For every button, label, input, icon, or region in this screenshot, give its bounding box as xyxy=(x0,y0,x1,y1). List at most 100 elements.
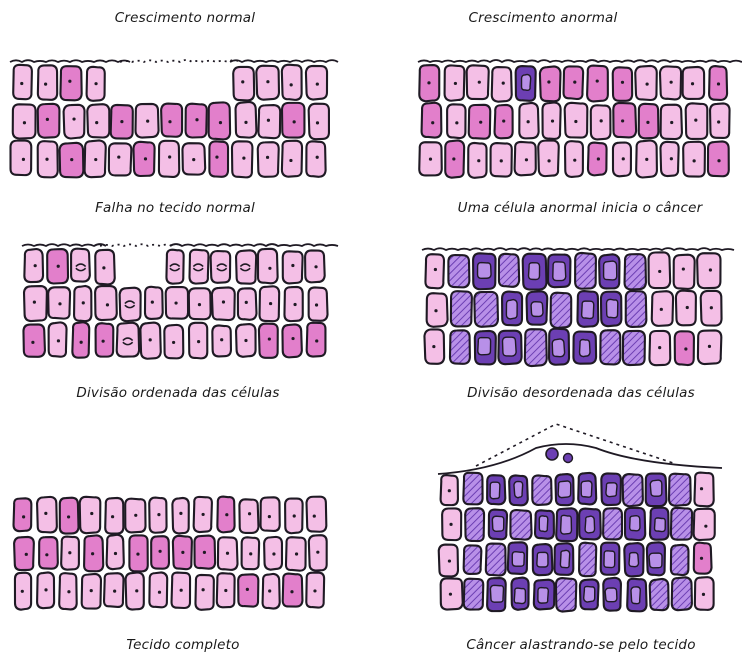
normal-cell xyxy=(238,288,257,319)
normal-cell xyxy=(447,104,465,138)
cell-nucleus xyxy=(448,489,451,492)
normal-cell xyxy=(95,286,117,320)
cell-nucleus xyxy=(272,552,275,555)
normal-cell xyxy=(109,143,131,175)
cell-nucleus xyxy=(293,514,296,517)
cancer-nucleus xyxy=(492,516,503,531)
normal-cell xyxy=(626,291,647,327)
cell-nucleus xyxy=(646,121,649,124)
normal-cell xyxy=(259,324,278,358)
cell-nucleus xyxy=(452,157,455,160)
cell-nucleus xyxy=(158,550,161,553)
column-title-normal: Crescimento normal xyxy=(115,10,256,26)
column-title-abnormal: Crescimento anormal xyxy=(469,10,618,26)
tissue-surface xyxy=(100,244,172,246)
normal-cell xyxy=(37,497,57,533)
normal-cell xyxy=(209,102,230,139)
cell-nucleus xyxy=(106,303,109,306)
normal-cell xyxy=(282,141,302,177)
normal-cell xyxy=(694,509,715,540)
normal-cell xyxy=(306,141,325,176)
normal-cell xyxy=(587,66,608,102)
cell-nucleus xyxy=(44,512,47,515)
normal-cell xyxy=(195,575,213,610)
cell-nucleus xyxy=(290,590,293,593)
cancer-nucleus xyxy=(490,482,500,499)
cell-nucleus xyxy=(434,268,437,271)
cell-nucleus xyxy=(20,82,23,85)
cell-nucleus xyxy=(22,515,25,518)
cell-nucleus xyxy=(269,302,272,305)
cell-nucleus xyxy=(90,512,93,515)
cell-nucleus xyxy=(700,487,703,490)
cell-nucleus xyxy=(179,512,182,515)
cancer-nucleus xyxy=(631,587,640,604)
tissue-surface xyxy=(22,244,106,246)
cell-nucleus xyxy=(621,81,624,84)
normal-cell xyxy=(232,141,252,177)
normal-cell xyxy=(233,67,254,101)
cell-nucleus xyxy=(527,120,530,123)
cell-nucleus xyxy=(432,345,435,348)
normal-cell xyxy=(694,473,713,507)
cancer-nucleus xyxy=(604,551,615,568)
normal-cell xyxy=(72,322,89,358)
cancer-nucleus xyxy=(605,588,617,602)
cell-nucleus xyxy=(295,552,298,555)
cell-nucleus xyxy=(244,339,247,342)
cell-nucleus xyxy=(316,121,319,124)
cell-nucleus xyxy=(23,121,26,124)
normal-cell xyxy=(425,254,444,288)
cell-nucleus xyxy=(113,590,116,593)
normal-cell xyxy=(451,291,472,326)
cell-nucleus xyxy=(449,593,452,596)
cancer-nucleus xyxy=(529,263,540,280)
cell-nucleus xyxy=(291,337,294,340)
cell-nucleus xyxy=(114,552,117,555)
cell-nucleus xyxy=(717,159,720,162)
cell-nucleus xyxy=(448,559,451,562)
cell-nucleus xyxy=(454,82,457,85)
normal-cell xyxy=(159,141,179,177)
cell-nucleus xyxy=(225,513,228,516)
cell-nucleus xyxy=(708,345,711,348)
cell-nucleus xyxy=(135,589,138,592)
cell-nucleus xyxy=(180,589,183,592)
cell-nucleus xyxy=(684,347,687,350)
cell-nucleus xyxy=(168,155,171,158)
normal-cell xyxy=(538,140,559,176)
cell-nucleus xyxy=(68,551,71,554)
cancer-nucleus xyxy=(585,516,594,533)
cell-nucleus xyxy=(168,120,171,123)
cell-nucleus xyxy=(45,553,48,556)
normal-cell xyxy=(126,572,144,609)
cell-nucleus xyxy=(57,339,60,342)
dividing-cell xyxy=(71,249,90,282)
cell-nucleus xyxy=(34,264,37,267)
cancer-nucleus xyxy=(650,480,662,496)
normal-cell xyxy=(591,105,611,139)
normal-cell xyxy=(14,537,34,570)
dividing-cell xyxy=(190,250,209,284)
cell-nucleus xyxy=(547,80,550,83)
cancer-nucleus xyxy=(604,261,617,280)
cell-nucleus xyxy=(315,303,318,306)
normal-cell xyxy=(236,102,257,138)
cell-nucleus xyxy=(146,120,149,123)
cell-nucleus xyxy=(120,120,123,123)
cell-nucleus xyxy=(70,158,73,161)
cell-nucleus xyxy=(268,589,271,592)
cell-nucleus xyxy=(215,155,218,158)
cancer-nucleus xyxy=(506,300,517,319)
cell-nucleus xyxy=(266,156,269,159)
cell-nucleus xyxy=(431,121,434,124)
cell-nucleus xyxy=(198,303,201,306)
normal-cell xyxy=(172,498,188,534)
normal-cell xyxy=(13,65,32,99)
cell-nucleus xyxy=(242,157,245,160)
cell-nucleus xyxy=(68,80,71,83)
cell-nucleus xyxy=(181,551,184,554)
cell-nucleus xyxy=(691,82,694,85)
cancer-cell xyxy=(546,448,558,460)
cell-nucleus xyxy=(702,593,705,596)
